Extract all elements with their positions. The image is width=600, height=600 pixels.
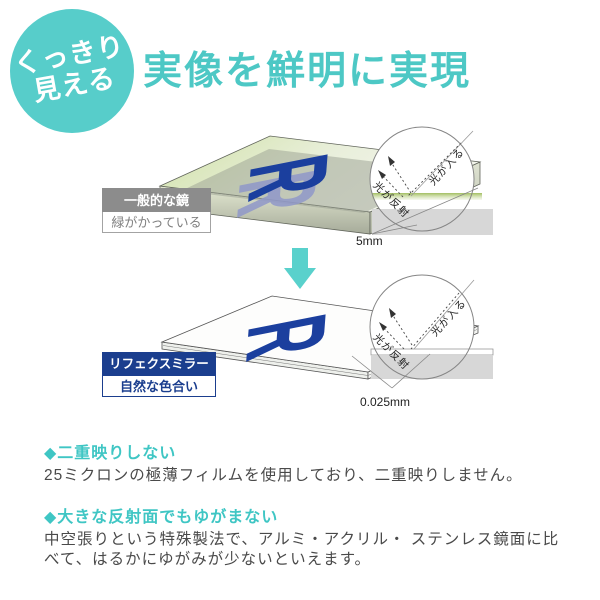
feature-no-distortion: ◆大きな反射面でもゆがまない 中空張りという特殊製法で、アルミ・アクリル・ ステ…	[44, 503, 562, 570]
label-sub-refex: 自然な色合い	[102, 375, 216, 397]
magnifier-ordinary: 光が入る 光が反射 5mm	[356, 126, 493, 248]
magnifier-fill	[370, 127, 474, 231]
label-sub-ordinary: 緑がかっている	[102, 212, 211, 233]
page-title: 実像を鮮明に実現	[143, 50, 472, 93]
feature-no-double-reflection: ◆二重映りしない 25ミクロンの極薄フィルムを使用しており、二重映りしません。	[44, 439, 562, 486]
arrowhead-icon	[379, 322, 387, 331]
leader-line	[351, 355, 393, 389]
mirror-backing-band	[372, 209, 493, 235]
magnifier-outline	[369, 274, 475, 380]
light-in-ray-solid	[410, 130, 474, 197]
feature-body: 中空張りという特殊製法で、アルミ・アクリル・ ステンレス鏡面に比べて、はるかにゆ…	[44, 531, 560, 568]
leader-line	[371, 224, 418, 235]
thickness-label: 0.025mm	[360, 395, 410, 409]
feature-title: ◆二重映りしない	[44, 445, 177, 462]
magnifier-outline	[369, 126, 475, 232]
arrowhead-icon	[388, 156, 395, 166]
thickness-label: 5mm	[356, 234, 383, 248]
feature-body: 25ミクロンの極薄フィルムを使用しており、二重映りしません。	[44, 467, 523, 484]
down-arrow-icon	[284, 248, 316, 289]
label-box-refex: リフェクスミラー 自然な色合い	[102, 352, 216, 397]
badge-text: くっきり 見える	[12, 31, 133, 110]
glass-green-stripe	[372, 193, 482, 200]
leader-line	[391, 353, 431, 389]
arrowhead-icon	[378, 170, 386, 179]
badge-circle: くっきり 見える	[10, 9, 134, 133]
magnifier-refex: 光が入る 光が反射 0.025mm	[351, 274, 494, 409]
label-box-ordinary: 一般的な鏡 緑がかっている	[102, 188, 211, 233]
leader-line	[371, 187, 479, 235]
light-in-ray	[407, 142, 462, 197]
mirror-backing-band	[371, 356, 493, 379]
label-title-refex: リフェクスミラー	[102, 352, 216, 376]
light-in-ray	[410, 292, 460, 350]
light-in-ray-solid	[413, 279, 475, 350]
label-title-ordinary: 一般的な鏡	[102, 188, 211, 212]
thin-film-strip	[370, 348, 494, 356]
arrowhead-icon	[389, 308, 396, 318]
feature-title: ◆大きな反射面でもゆがまない	[44, 509, 279, 526]
film-layer-line	[162, 345, 369, 376]
